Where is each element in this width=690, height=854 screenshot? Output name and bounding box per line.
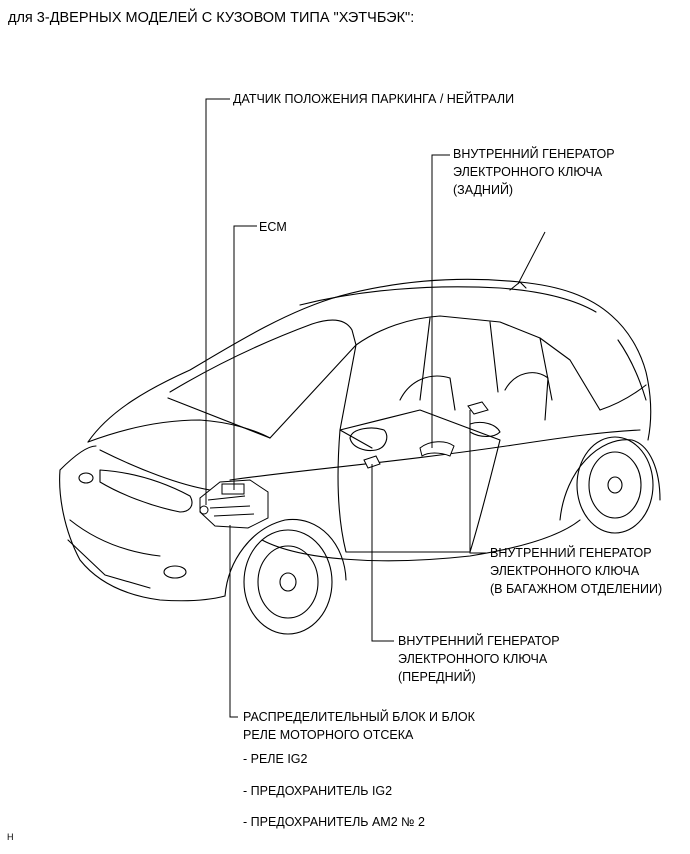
label-relay-block-line2: РЕЛЕ МОТОРНОГО ОТСЕКА xyxy=(243,728,414,742)
figure-code: H xyxy=(7,832,14,842)
label-front-oscillator-line2: ЭЛЕКТРОННОГО КЛЮЧА xyxy=(398,652,548,666)
relay-item-ig2-relay: - РЕЛЕ IG2 xyxy=(243,752,308,766)
relay-item-am2-fuse: - ПРЕДОХРАНИТЕЛЬ AM2 № 2 xyxy=(243,815,425,829)
label-rear-oscillator-line1: ВНУТРЕННИЙ ГЕНЕРАТОР xyxy=(453,147,615,161)
relay-item-ig2-fuse: - ПРЕДОХРАНИТЕЛЬ IG2 xyxy=(243,784,393,798)
label-luggage-oscillator-line3: (В БАГАЖНОМ ОТДЕЛЕНИИ) xyxy=(490,582,663,596)
label-luggage-oscillator-line1: ВНУТРЕННИЙ ГЕНЕРАТОР xyxy=(490,546,652,560)
leader-lines xyxy=(205,98,546,718)
label-rear-oscillator-line3: (ЗАДНИЙ) xyxy=(453,183,514,197)
page-heading: для 3-ДВЕРНЫХ МОДЕЛЕЙ С КУЗОВОМ ТИПА "ХЭ… xyxy=(8,10,415,26)
label-luggage-oscillator-line2: ЭЛЕКТРОННОГО КЛЮЧА xyxy=(490,564,640,578)
label-rear-oscillator: ВНУТРЕННИЙ ГЕНЕРАТОР ЭЛЕКТРОННОГО КЛЮЧА … xyxy=(453,145,615,199)
label-ecm: ECM xyxy=(259,220,287,234)
label-front-oscillator: ВНУТРЕННИЙ ГЕНЕРАТОР ЭЛЕКТРОННОГО КЛЮЧА … xyxy=(398,632,560,686)
luggage-oscillator-mark xyxy=(467,401,489,415)
label-relay-block: РАСПРЕДЕЛИТЕЛЬНЫЙ БЛОК И БЛОК РЕЛЕ МОТОР… xyxy=(243,708,475,744)
label-pn-sensor: ДАТЧИК ПОЛОЖЕНИЯ ПАРКИНГА / НЕЙТРАЛИ xyxy=(233,92,515,106)
label-rear-oscillator-line2: ЭЛЕКТРОННОГО КЛЮЧА xyxy=(453,165,603,179)
label-front-oscillator-line1: ВНУТРЕННИЙ ГЕНЕРАТОР xyxy=(398,634,560,648)
engine-room-components xyxy=(199,479,269,529)
rear-oscillator-mark xyxy=(419,441,455,457)
car-outline xyxy=(59,278,661,635)
label-luggage-oscillator: ВНУТРЕННИЙ ГЕНЕРАТОР ЭЛЕКТРОННОГО КЛЮЧА … xyxy=(490,544,662,598)
front-oscillator-mark xyxy=(363,455,381,469)
label-front-oscillator-line3: (ПЕРЕДНИЙ) xyxy=(398,670,476,684)
label-relay-block-line1: РАСПРЕДЕЛИТЕЛЬНЫЙ БЛОК И БЛОК xyxy=(243,710,475,724)
